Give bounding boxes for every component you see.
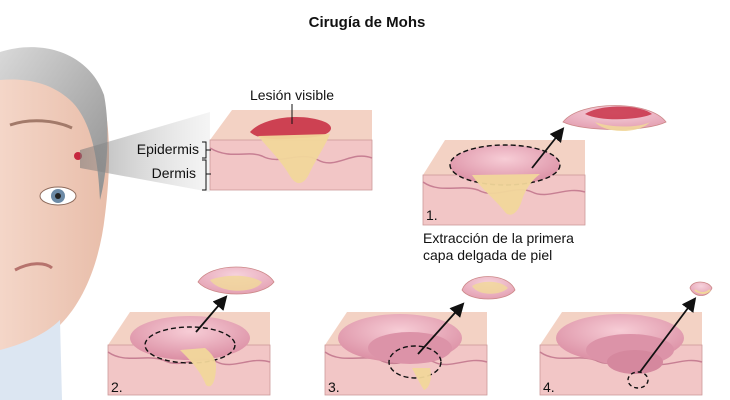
patient-face [0, 47, 110, 400]
lesion-label: Lesión visible [250, 87, 334, 103]
step-1-arrow [531, 127, 565, 169]
step-2-removed-layer [197, 266, 275, 295]
dermis-label: Dermis [152, 165, 196, 181]
dermis-bracket [202, 159, 211, 191]
visible-lesion [250, 117, 332, 140]
diagram-title: Cirugía de Mohs [309, 14, 426, 31]
step-4-number: 4. [543, 379, 555, 395]
epidermis-bracket [202, 141, 211, 159]
step-1-number: 1. [426, 207, 438, 223]
step-3-arrow [417, 302, 465, 355]
step-1-caption-line2: capa delgada de piel [423, 247, 552, 263]
step-3-block [324, 312, 488, 396]
step-2-block [107, 312, 271, 396]
step-3-number: 3. [328, 379, 340, 395]
step-4-removed-layer [689, 281, 713, 296]
step-1-block [422, 140, 586, 226]
step-1-removed-layer [562, 105, 667, 131]
step-3-removed-layer [461, 276, 516, 300]
epidermis-label: Epidermis [137, 141, 199, 157]
step-4-block [539, 312, 703, 396]
step-1-caption-line1: Extracción de la primera [423, 230, 574, 246]
step-2-number: 2. [111, 379, 123, 395]
zoom-beam [80, 112, 210, 192]
tumor-roots [258, 134, 330, 184]
step-2-arrow [195, 295, 228, 333]
step-4-arrow [639, 297, 697, 373]
skin-block-main [209, 110, 373, 191]
